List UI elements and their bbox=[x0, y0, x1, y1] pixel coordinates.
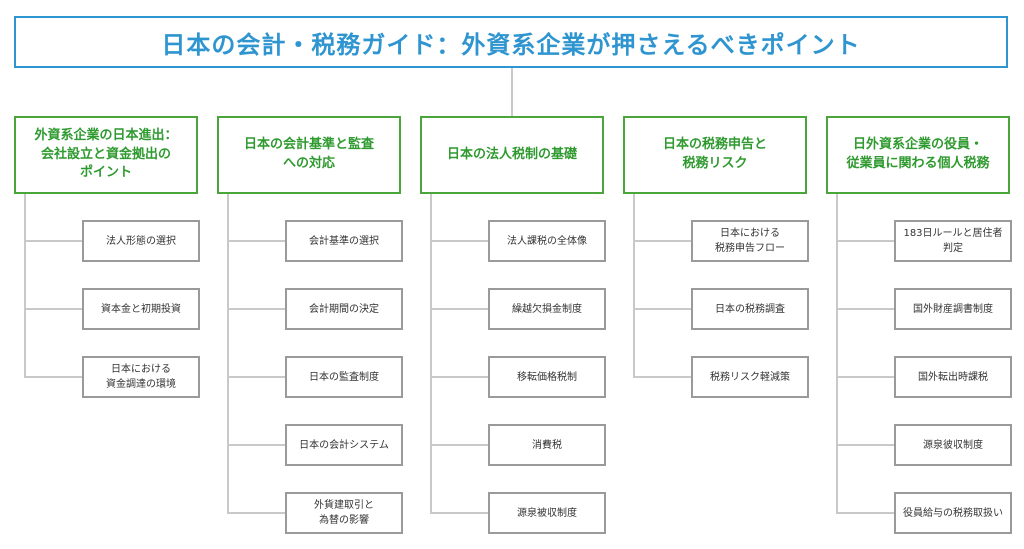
item-label: 会計期間の決定 bbox=[309, 303, 379, 315]
item-connector bbox=[633, 308, 692, 310]
item-connector bbox=[227, 376, 286, 378]
item-label: 日本の税務調査 bbox=[715, 303, 785, 315]
category-title: 日外資系企業の役員・ 従業員に関わる個人税務 bbox=[846, 137, 990, 171]
item-node: 源泉被収制度 bbox=[488, 492, 606, 534]
item-connector bbox=[430, 376, 489, 378]
category-node-3: 日本の法人税制の基礎 bbox=[420, 116, 604, 194]
branch-line-4 bbox=[633, 194, 635, 378]
item-connector bbox=[430, 444, 489, 446]
item-label: 外貨建取引と 為替の影響 bbox=[314, 500, 374, 526]
item-connector bbox=[633, 376, 692, 378]
category-node-4: 日本の税務申告と 税務リスク bbox=[623, 116, 807, 194]
item-label: 法人形態の選択 bbox=[106, 235, 176, 247]
item-node: 日本の監査制度 bbox=[285, 356, 403, 398]
item-node: 日本における 税務申告フロー bbox=[691, 220, 809, 262]
item-connector bbox=[633, 240, 692, 242]
category-node-2: 日本の会計基準と監査 への対応 bbox=[217, 116, 401, 194]
item-connector bbox=[227, 444, 286, 446]
item-label: 日本における 税務申告フロー bbox=[715, 228, 785, 254]
branch-line-1 bbox=[24, 194, 26, 378]
item-node: 国外財産調書制度 bbox=[894, 288, 1012, 330]
branch-line-5 bbox=[836, 194, 838, 514]
item-connector bbox=[430, 240, 489, 242]
item-label: 法人課税の全体像 bbox=[507, 235, 587, 247]
item-node: 会計期間の決定 bbox=[285, 288, 403, 330]
item-connector bbox=[227, 240, 286, 242]
item-node: 日本の会計システム bbox=[285, 424, 403, 466]
item-node: 日本の税務調査 bbox=[691, 288, 809, 330]
item-node: 繰越欠損金制度 bbox=[488, 288, 606, 330]
branch-line-3 bbox=[430, 194, 432, 514]
item-node: 消費税 bbox=[488, 424, 606, 466]
item-label: 税務リスク軽減策 bbox=[710, 371, 790, 383]
root-node: 日本の会計・税務ガイド：外資系企業が押さえるべきポイント bbox=[14, 16, 1008, 68]
item-label: 会計基準の選択 bbox=[309, 235, 379, 247]
item-connector bbox=[836, 444, 895, 446]
item-label: 国外転出時課税 bbox=[918, 371, 988, 383]
item-node: 法人形態の選択 bbox=[82, 220, 200, 262]
item-node: 移転価格税制 bbox=[488, 356, 606, 398]
item-label: 国外財産調書制度 bbox=[913, 303, 993, 315]
category-title: 日本の会計基準と監査 への対応 bbox=[243, 137, 374, 171]
item-label: 消費税 bbox=[532, 439, 562, 451]
item-connector bbox=[430, 308, 489, 310]
item-label: 183日ルールと居住者 判定 bbox=[903, 228, 1003, 254]
item-label: 源泉被収制度 bbox=[517, 507, 577, 519]
item-node: 日本における 資金調達の環境 bbox=[82, 356, 200, 398]
item-label: 源泉彼収制度 bbox=[923, 439, 983, 451]
item-node: 資本金と初期投資 bbox=[82, 288, 200, 330]
item-label: 日本における 資金調達の環境 bbox=[106, 364, 176, 390]
category-node-1: 外資系企業の日本進出： 会社設立と資金拠出の ポイント bbox=[14, 116, 198, 194]
category-title: 日本の税務申告と 税務リスク bbox=[662, 137, 767, 171]
root-title: 日本の会計・税務ガイド：外資系企業が押さえるべきポイント bbox=[161, 30, 861, 59]
item-connector bbox=[24, 376, 83, 378]
item-label: 繰越欠損金制度 bbox=[512, 303, 582, 315]
item-connector bbox=[836, 240, 895, 242]
item-node: 役員給与の税務取扱い bbox=[894, 492, 1012, 534]
category-node-5: 日外資系企業の役員・ 従業員に関わる個人税務 bbox=[826, 116, 1010, 194]
item-node: 法人課税の全体像 bbox=[488, 220, 606, 262]
item-label: 日本の会計システム bbox=[299, 439, 389, 451]
item-connector bbox=[836, 308, 895, 310]
branch-line-2 bbox=[227, 194, 229, 514]
item-connector bbox=[24, 308, 83, 310]
item-label: 日本の監査制度 bbox=[309, 371, 379, 383]
category-title: 外資系企業の日本進出： 会社設立と資金拠出の ポイント bbox=[34, 127, 178, 181]
item-label: 役員給与の税務取扱い bbox=[903, 507, 1003, 519]
item-connector bbox=[836, 376, 895, 378]
item-connector bbox=[227, 512, 286, 514]
item-node: 税務リスク軽減策 bbox=[691, 356, 809, 398]
item-connector bbox=[24, 240, 83, 242]
item-connector bbox=[227, 308, 286, 310]
item-connector bbox=[836, 512, 895, 514]
item-connector bbox=[430, 512, 489, 514]
item-node: 会計基準の選択 bbox=[285, 220, 403, 262]
item-label: 資本金と初期投資 bbox=[101, 303, 181, 315]
root-connector bbox=[511, 68, 513, 116]
item-node: 源泉彼収制度 bbox=[894, 424, 1012, 466]
item-label: 移転価格税制 bbox=[517, 371, 577, 383]
item-node: 外貨建取引と 為替の影響 bbox=[285, 492, 403, 534]
category-title: 日本の法人税制の基礎 bbox=[446, 146, 577, 162]
item-node: 国外転出時課税 bbox=[894, 356, 1012, 398]
item-node: 183日ルールと居住者 判定 bbox=[894, 220, 1012, 262]
